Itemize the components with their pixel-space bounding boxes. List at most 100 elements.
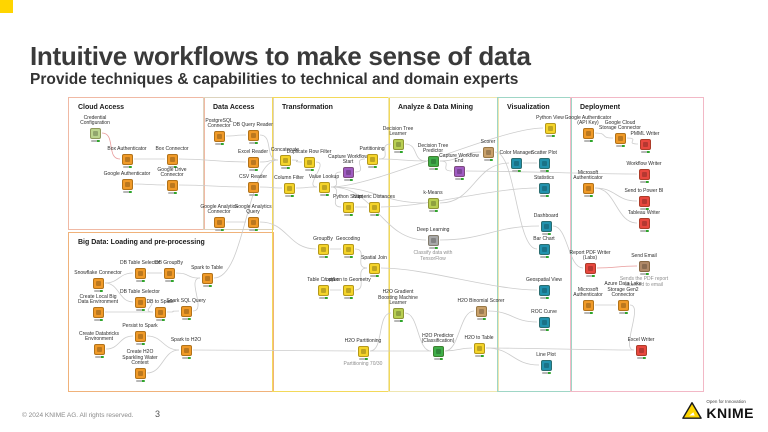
node-label: Azure Data Lake Storage Gen2 Connector — [604, 281, 642, 298]
microsoft-authenticator-1-icon — [582, 182, 594, 194]
node-label: Send Email — [631, 253, 657, 259]
node-label: Decision Tree Predictor — [417, 142, 449, 154]
node-status-traffic-light — [167, 192, 177, 194]
node-status-traffic-light — [358, 358, 368, 360]
node-status-traffic-light — [369, 275, 379, 277]
node-status-traffic-light — [181, 357, 191, 359]
excel-reader-icon — [247, 156, 259, 168]
dashboard-icon — [540, 220, 552, 232]
node-label: Google Authenticator — [103, 171, 151, 177]
azure-datalake-connector-icon — [617, 299, 629, 311]
node-label: Excel Reader — [237, 149, 268, 155]
node-label: Dashboard — [533, 213, 559, 219]
node-status-traffic-light — [618, 312, 628, 314]
node-label: CSV Reader — [238, 174, 268, 180]
node-status-traffic-light — [483, 159, 493, 161]
node-status-traffic-light — [155, 319, 165, 321]
node-status-traffic-light — [539, 297, 549, 299]
section-big-data: Big Data: Loading and pre-processing — [68, 232, 274, 392]
page-number: 3 — [155, 409, 161, 419]
duplicate-row-filter-icon — [303, 156, 315, 168]
node-label: Spatial Join — [361, 255, 387, 261]
node-status-traffic-light — [304, 169, 314, 171]
db-groupby-icon — [163, 267, 175, 279]
node-status-traffic-light — [539, 195, 549, 197]
node-status-traffic-light — [135, 343, 145, 345]
db-to-spark-icon — [154, 306, 166, 318]
node-status-traffic-light — [202, 285, 212, 287]
node-status-traffic-light — [343, 297, 353, 299]
h2o-to-table-icon — [473, 342, 485, 354]
node-status-traffic-light — [541, 233, 551, 235]
node-status-traffic-light — [248, 142, 258, 144]
google-cloud-storage-connector-icon — [614, 132, 626, 144]
copyright-text: © 2024 KNIME AG. All rights reserved. — [22, 412, 134, 419]
node-status-traffic-light — [343, 256, 353, 258]
spark-to-h2o-icon — [180, 344, 192, 356]
node-status-traffic-light — [248, 194, 258, 196]
value-lookup-icon — [318, 181, 330, 193]
node-status-traffic-light — [90, 140, 100, 142]
bar-chart-icon — [538, 243, 550, 255]
node-label: Bar Chart — [533, 236, 555, 242]
node-annotation: Sends the PDF report attached to email — [619, 276, 669, 288]
create-h2o-sparkling-icon — [134, 367, 146, 379]
node-status-traffic-light — [428, 168, 438, 170]
snowflake-connector-icon — [92, 277, 104, 289]
node-label: Spark SQL Query — [166, 298, 206, 304]
node-label: Create Databricks Environment — [78, 330, 119, 342]
node-label: Numeric Distances — [353, 194, 395, 200]
h2o-partitioning-icon — [357, 345, 369, 357]
section-label: Cloud Access — [78, 104, 125, 111]
node-label: H2O to Table — [464, 335, 494, 341]
csv-reader-icon — [247, 181, 259, 193]
node-status-traffic-light — [164, 280, 174, 282]
node-status-traffic-light — [583, 140, 593, 142]
node-status-traffic-light — [583, 195, 593, 197]
latlon-to-geometry-icon — [342, 284, 354, 296]
node-label: Concatenate — [270, 147, 300, 153]
node-label: Lat/Lon to Geometry — [325, 277, 371, 283]
node-status-traffic-light — [640, 151, 650, 153]
node-label: DB to Spark — [146, 299, 174, 305]
node-status-traffic-light — [639, 230, 649, 232]
node-label: Tableau Writer — [627, 210, 661, 216]
node-status-traffic-light — [539, 329, 549, 331]
node-label: Box Authenticator — [107, 146, 147, 152]
node-status-traffic-light — [214, 229, 224, 231]
geocoding-icon — [342, 243, 354, 255]
persist-to-spark-icon — [134, 330, 146, 342]
node-status-traffic-light — [639, 208, 649, 210]
decision-tree-learner-icon — [392, 138, 404, 150]
node-label: Google Analytics Query — [234, 203, 272, 215]
node-status-traffic-light — [93, 290, 103, 292]
node-label: Column Filter — [274, 175, 304, 181]
node-label: H2O Gradient Boosting Machine Learner — [378, 289, 418, 306]
node-status-traffic-light — [318, 297, 328, 299]
brand-accent-square — [0, 0, 13, 13]
node-label: Box Connector — [155, 146, 189, 152]
node-status-traffic-light — [181, 318, 191, 320]
excel-writer-icon — [635, 344, 647, 356]
node-label: Google Analytics Connector — [200, 203, 238, 215]
node-status-traffic-light — [433, 358, 443, 360]
node-status-traffic-light — [428, 210, 438, 212]
section-label: Analyze & Data Mining — [398, 104, 474, 111]
node-label: PostgreSQL Connector — [205, 117, 233, 129]
node-label: Capture Workflow Start — [328, 153, 368, 165]
capture-workflow-end-icon — [453, 165, 465, 177]
statistics-icon — [538, 182, 550, 194]
scatter-plot-icon — [538, 157, 550, 169]
python-view-icon — [544, 122, 556, 134]
node-label: PMML Writer — [630, 131, 660, 137]
node-label: H2O Predictor (Classification) — [421, 332, 455, 344]
roc-curve-icon — [538, 316, 550, 328]
node-status-traffic-light — [167, 166, 177, 168]
deep-learning-icon — [427, 234, 439, 246]
node-status-traffic-light — [539, 256, 549, 258]
capture-workflow-start-icon — [342, 166, 354, 178]
geospatial-view-icon — [538, 284, 550, 296]
page-subtitle: Provide techniques & capabilities to tec… — [30, 70, 519, 88]
scorer-icon — [482, 146, 494, 158]
